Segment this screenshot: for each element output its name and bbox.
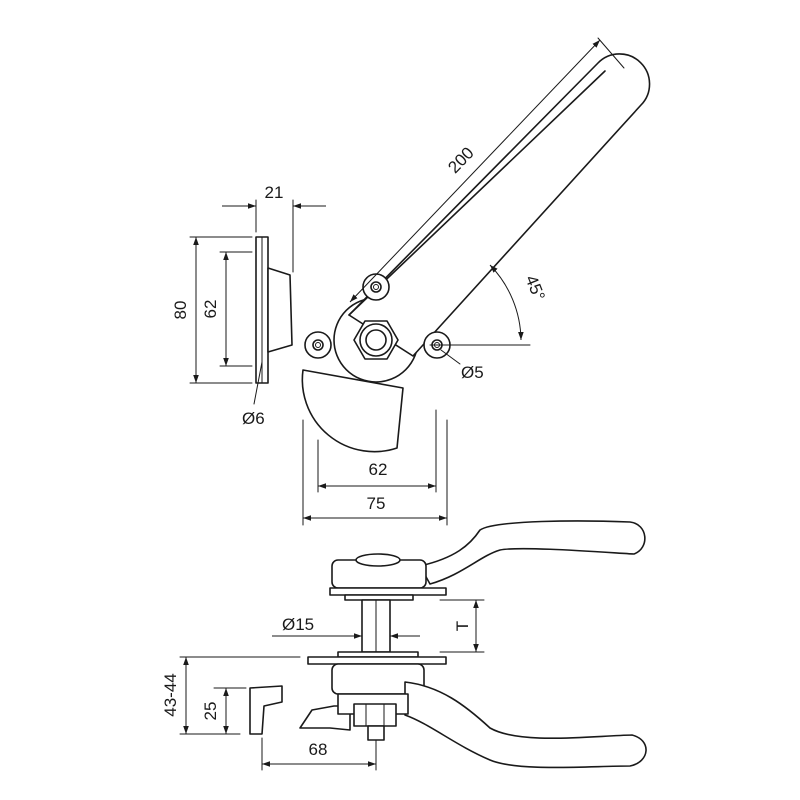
- dim-shaft-dia: Ø15: [282, 615, 314, 634]
- screw-lug-left: [304, 331, 332, 359]
- lower-lever: [404, 681, 647, 769]
- dim-hole-spacing-horizontal: 62: [369, 460, 388, 479]
- front-view: T Ø15 43-44 25 68: [161, 520, 647, 771]
- upper-cap-dome: [355, 553, 401, 567]
- upper-lever: [419, 520, 646, 585]
- dim-screw-dia: Ø5: [461, 363, 484, 382]
- dim-thickness: T: [453, 621, 472, 631]
- bottom-nut: [353, 703, 397, 727]
- dim-angle: 45°: [521, 272, 548, 303]
- lower-flange: [307, 656, 447, 665]
- dim-body-width: 75: [367, 494, 386, 513]
- dim-hole-dia: Ø6: [242, 409, 265, 428]
- dim-plate-height: 80: [171, 301, 190, 320]
- cam-segment: [301, 369, 404, 453]
- side-view: 21 80 62 Ø6: [171, 183, 326, 428]
- handle: [348, 53, 651, 357]
- screw-lug-top: [362, 273, 390, 301]
- top-view: 200 45° Ø5 62 75: [301, 37, 651, 526]
- dim-overall-height: 43-44: [161, 673, 180, 716]
- dim-handle-length: 200: [444, 143, 477, 177]
- upper-flange: [329, 587, 447, 596]
- cam-block: [249, 685, 283, 735]
- bolt-end: [367, 725, 385, 741]
- dim-offset-depth: 21: [265, 183, 284, 202]
- dim-cam-reach: 68: [309, 740, 328, 759]
- hex-nut: [353, 320, 399, 360]
- dim-hole-spacing-vertical: 62: [201, 300, 220, 319]
- side-boss: [267, 267, 293, 353]
- dim-cam-height: 25: [201, 702, 220, 721]
